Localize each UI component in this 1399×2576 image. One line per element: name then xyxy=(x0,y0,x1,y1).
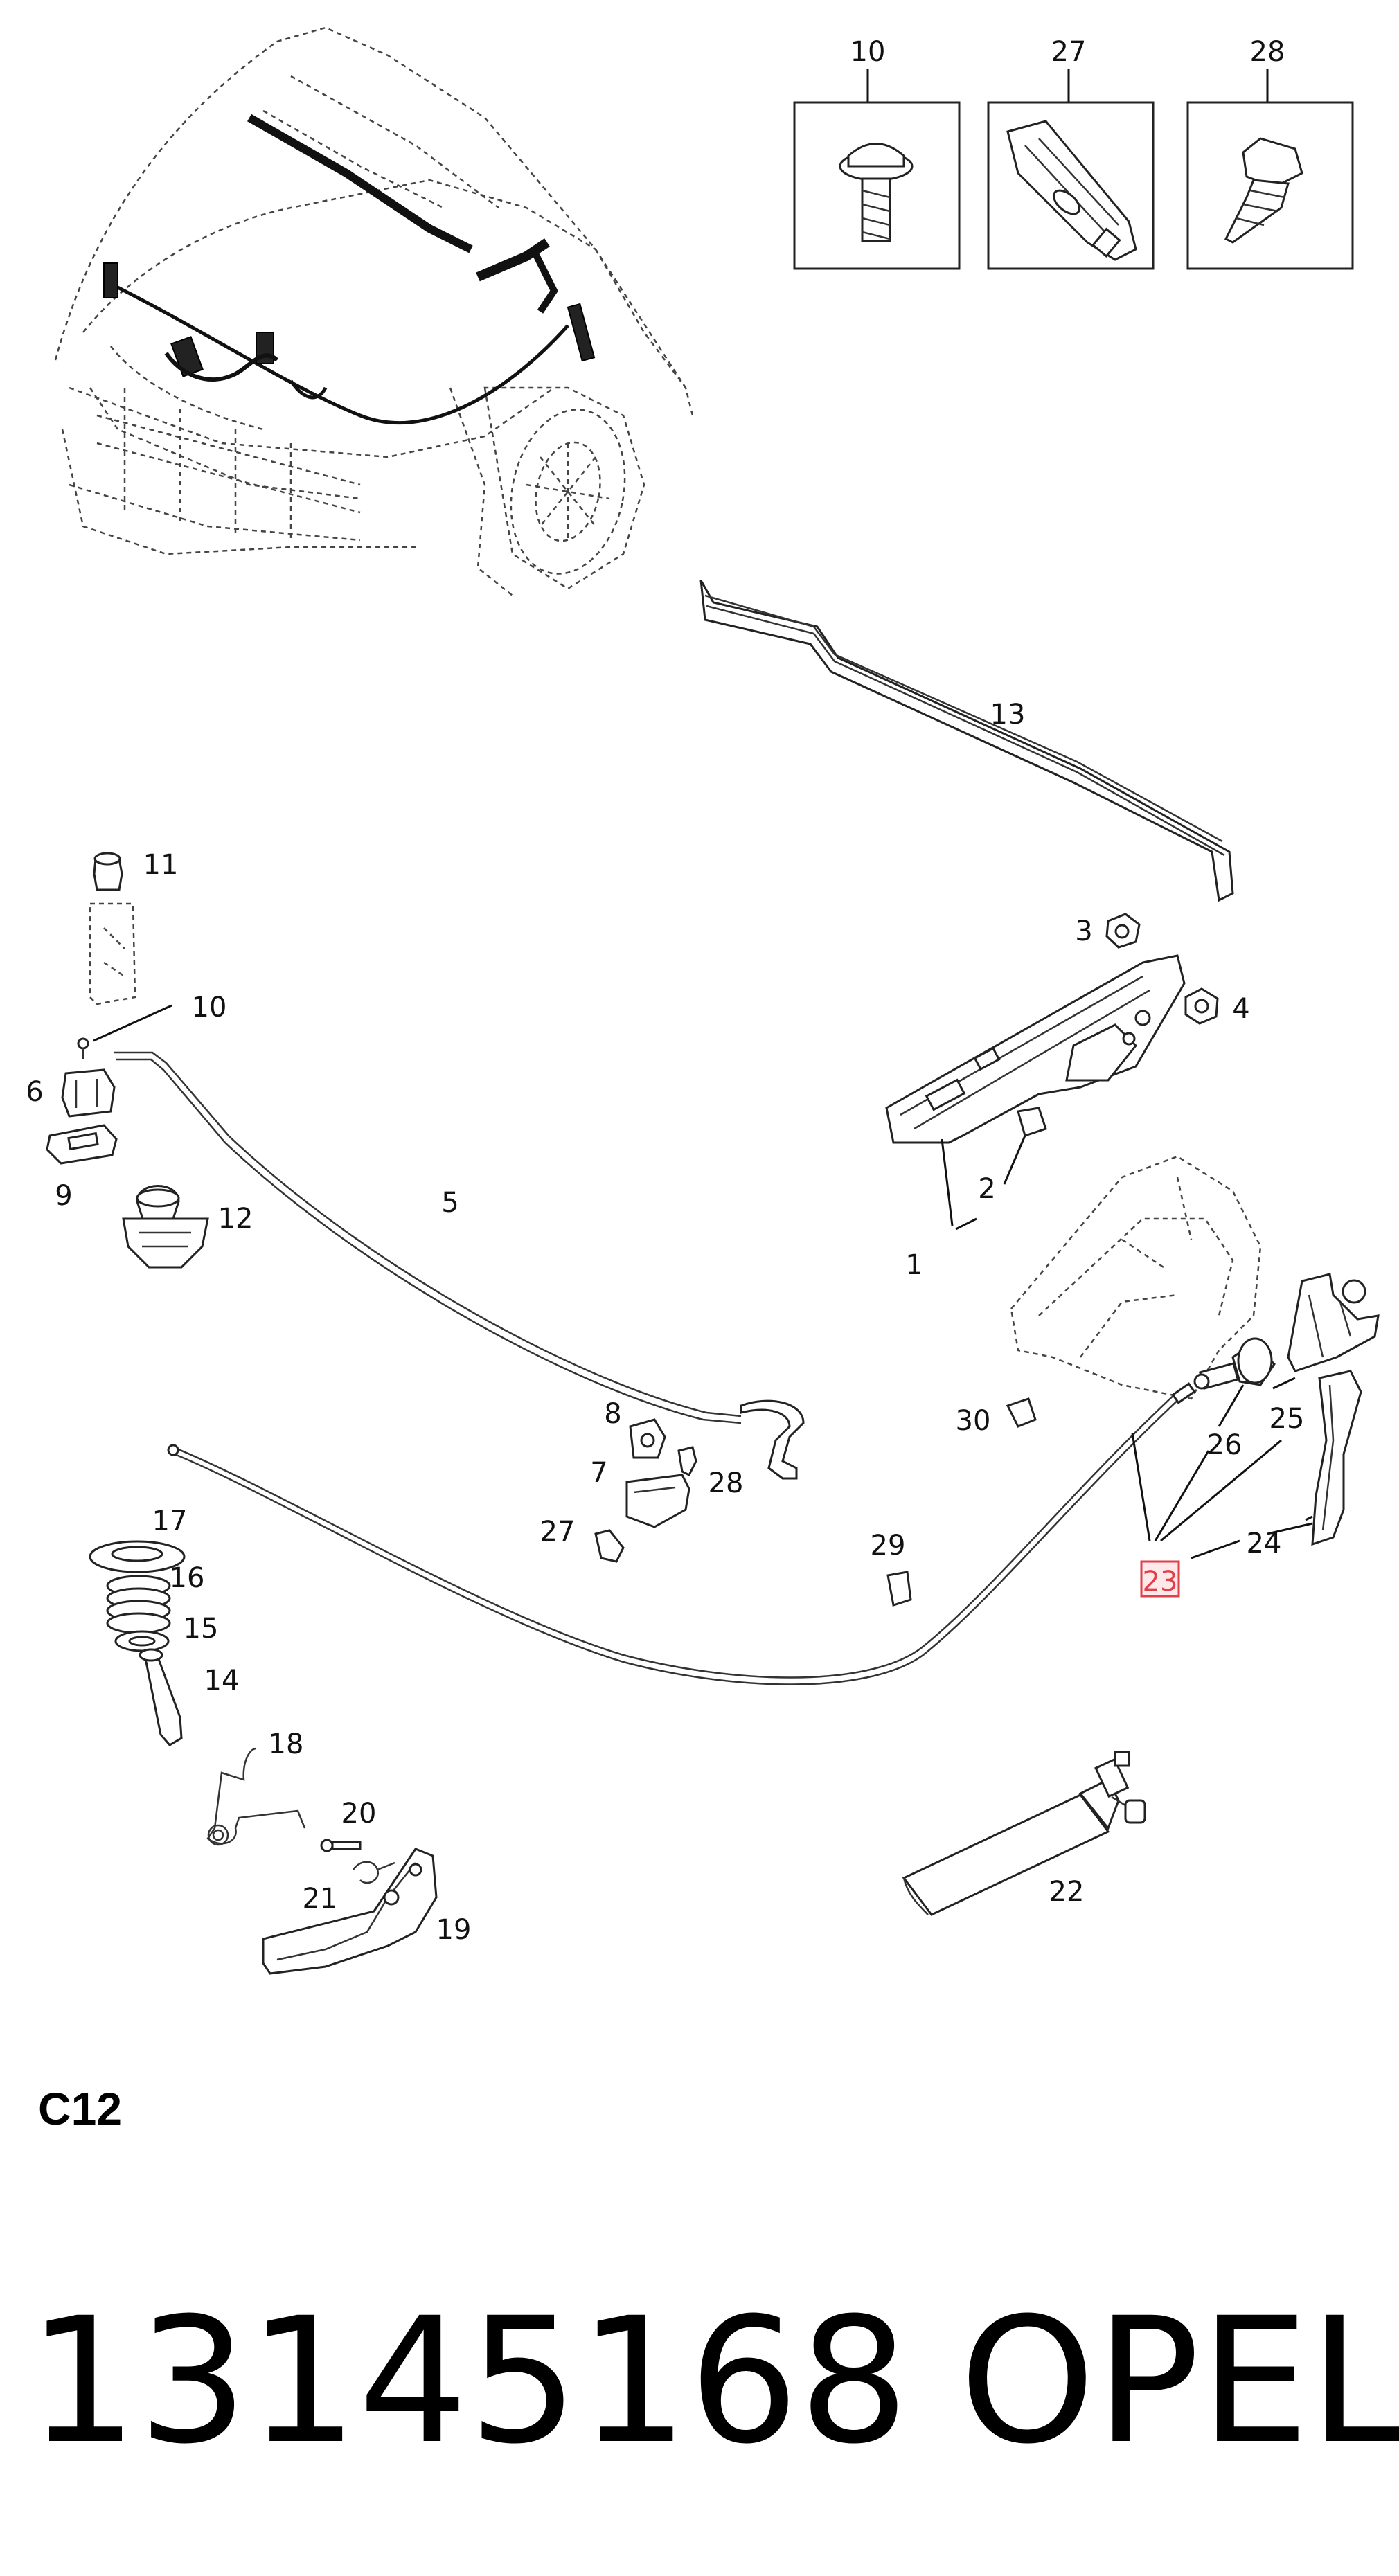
part-14-pin xyxy=(139,1648,183,1746)
part-11-buffer xyxy=(89,852,136,1005)
part-9-rod-holder xyxy=(46,1124,118,1165)
callout-9: 9 xyxy=(55,1180,72,1212)
callout-10-inset: 10 xyxy=(850,36,886,68)
part-19-catch-lever xyxy=(262,1848,438,1975)
callout-11: 11 xyxy=(143,849,179,881)
part-27-clip xyxy=(594,1529,625,1563)
inset-box-27: 27 xyxy=(987,36,1155,270)
callout-14: 14 xyxy=(204,1665,240,1697)
part-25-latch-bracket xyxy=(1287,1273,1380,1372)
callout-2: 2 xyxy=(978,1173,995,1205)
callout-28-inset: 28 xyxy=(1250,36,1285,68)
callout-28: 28 xyxy=(709,1467,744,1499)
callout-21: 21 xyxy=(303,1883,338,1915)
part-10-screw xyxy=(77,1037,89,1059)
callout-10: 10 xyxy=(192,992,227,1023)
screw-flange-icon xyxy=(839,143,914,242)
part-29-clip xyxy=(886,1571,912,1607)
callout-12: 12 xyxy=(218,1203,253,1235)
callout-23: 23 xyxy=(1143,1566,1178,1598)
part-13-seal-strip xyxy=(700,580,1234,902)
part-6-bracket xyxy=(61,1068,116,1118)
part-21-spring xyxy=(352,1861,395,1884)
part-number: 13145168 xyxy=(28,2280,909,2482)
part-5-support-rod xyxy=(114,1051,805,1480)
callout-19: 19 xyxy=(436,1914,472,1946)
part-8-clip xyxy=(629,1418,666,1459)
callout-17: 17 xyxy=(152,1505,188,1537)
part-4-nut xyxy=(1184,987,1219,1025)
clip-icon xyxy=(1006,120,1137,261)
callout-15: 15 xyxy=(184,1613,219,1645)
callout-6: 6 xyxy=(26,1076,43,1108)
part-28-screw xyxy=(677,1446,697,1477)
part-23-release-cable xyxy=(167,1382,1196,1685)
callout-1: 1 xyxy=(905,1249,923,1281)
callout-29: 29 xyxy=(871,1530,906,1562)
callout-22: 22 xyxy=(1049,1876,1085,1908)
part-26-cable-end xyxy=(1193,1337,1276,1390)
callout-13: 13 xyxy=(990,699,1026,731)
vehicle-front-illustration xyxy=(54,26,694,596)
part-17-cap xyxy=(89,1540,186,1573)
callout-7: 7 xyxy=(590,1457,607,1489)
callout-8: 8 xyxy=(604,1398,621,1430)
tapping-screw-icon xyxy=(1224,137,1303,244)
part-18-spring-wire xyxy=(206,1747,306,1846)
part-24-latch-lever xyxy=(1311,1370,1362,1546)
callout-24: 24 xyxy=(1247,1528,1282,1559)
callout-25: 25 xyxy=(1269,1403,1305,1435)
callout-27: 27 xyxy=(540,1516,576,1548)
part-1-hinge-bracket xyxy=(885,954,1186,1144)
callout-18: 18 xyxy=(269,1728,304,1760)
inset-box-28: 28 xyxy=(1186,36,1354,270)
callout-27-inset: 27 xyxy=(1051,36,1087,68)
callout-23-highlight: 23 xyxy=(1140,1560,1180,1598)
part-22-gas-strut xyxy=(902,1751,1146,1916)
callout-5: 5 xyxy=(441,1187,458,1219)
callout-3: 3 xyxy=(1075,915,1092,947)
callout-20: 20 xyxy=(341,1798,377,1830)
part-2-clip xyxy=(1017,1107,1047,1137)
part-16-spring xyxy=(106,1575,171,1634)
callout-4: 4 xyxy=(1232,993,1249,1025)
body-panel-outline xyxy=(1010,1155,1262,1400)
inset-box-10: 10 xyxy=(793,36,961,270)
part-30-grommet xyxy=(1006,1397,1037,1428)
section-code: C12 xyxy=(38,2083,122,2134)
part-12-grommet xyxy=(122,1185,209,1269)
part-20-bolt xyxy=(320,1839,362,1852)
callout-16: 16 xyxy=(170,1562,205,1594)
part-3-nut xyxy=(1105,913,1141,949)
brand-name: OPEL xyxy=(959,2280,1399,2482)
part-7-bracket xyxy=(625,1474,690,1528)
callout-30: 30 xyxy=(956,1405,991,1437)
callout-26: 26 xyxy=(1207,1429,1242,1461)
part-15-washer xyxy=(114,1630,170,1652)
